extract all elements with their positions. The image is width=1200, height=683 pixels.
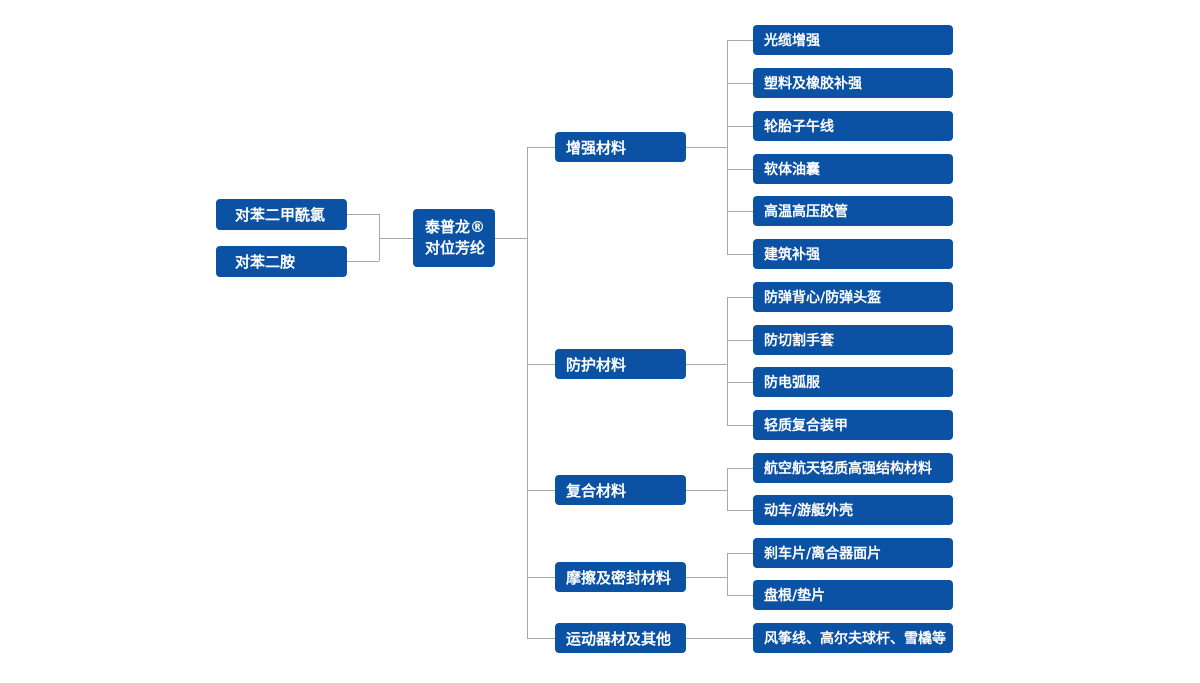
- connector-line: [347, 261, 379, 262]
- node-category-sports-equipment-other: 运动器材及其他: [555, 623, 686, 653]
- connector-line: [727, 382, 753, 383]
- node-leaf-kite-line-golf-club-sled: 风筝线、高尔夫球杆、雪橇等: [753, 623, 953, 653]
- node-leaf-brake-pads-clutch-facings: 刹车片/离合器面片: [753, 538, 953, 568]
- connector-line: [379, 214, 380, 261]
- node-leaf-packing-gaskets: 盘根/垫片: [753, 580, 953, 610]
- node-leaf-tire-cord: 轮胎子午线: [753, 111, 953, 141]
- node-category-friction-sealing-materials: 摩擦及密封材料: [555, 562, 686, 592]
- node-category-composite-materials: 复合材料: [555, 475, 686, 505]
- connector-line: [527, 147, 555, 148]
- connector-line: [727, 40, 753, 41]
- node-leaf-plastic-rubber-reinforcement: 塑料及橡胶补强: [753, 68, 953, 98]
- node-leaf-building-reinforcement: 建筑补强: [753, 239, 953, 269]
- node-root-taparan-para-aramid: 泰普龙® 对位芳纶: [413, 209, 495, 267]
- node-category-protective-materials: 防护材料: [555, 349, 686, 379]
- connector-line: [686, 638, 753, 639]
- connector-line: [495, 238, 527, 239]
- connector-line: [527, 364, 555, 365]
- connector-line: [527, 638, 555, 639]
- connector-line: [347, 214, 379, 215]
- node-leaf-bulletproof-vest-helmet: 防弹背心/防弹头盔: [753, 282, 953, 312]
- connector-line: [727, 553, 753, 554]
- connector-line: [727, 340, 753, 341]
- node-source-terephthaloyl-chloride: 对苯二甲酰氯: [216, 199, 347, 230]
- root-label-line2: 对位芳纶: [425, 239, 486, 257]
- connector-line: [686, 147, 727, 148]
- node-leaf-aerospace-structural-materials: 航空航天轻质高强结构材料: [753, 453, 953, 483]
- connector-line: [727, 297, 753, 298]
- connector-line: [727, 468, 728, 510]
- connector-line: [727, 126, 753, 127]
- connector-line: [727, 553, 728, 595]
- root-label-line1: 泰普龙®: [425, 218, 486, 236]
- connector-line: [727, 83, 753, 84]
- connector-line: [727, 40, 728, 254]
- node-leaf-cut-resistant-gloves: 防切割手套: [753, 325, 953, 355]
- node-category-reinforcement-materials: 增强材料: [555, 132, 686, 162]
- node-leaf-flexible-oil-bladder: 软体油囊: [753, 154, 953, 184]
- connector-line: [379, 238, 413, 239]
- connector-line: [686, 364, 727, 365]
- connector-line: [727, 595, 753, 596]
- connector-line: [686, 490, 727, 491]
- connector-line: [727, 510, 753, 511]
- node-leaf-high-temp-pressure-hose: 高温高压胶管: [753, 196, 953, 226]
- connector-line: [686, 577, 727, 578]
- connector-line: [727, 254, 753, 255]
- node-leaf-train-yacht-shell: 动车/游艇外壳: [753, 495, 953, 525]
- connector-line: [727, 169, 753, 170]
- node-leaf-lightweight-composite-armor: 轻质复合装甲: [753, 410, 953, 440]
- node-leaf-arc-flash-suit: 防电弧服: [753, 367, 953, 397]
- connector-line: [727, 297, 728, 425]
- connector-line: [527, 577, 555, 578]
- node-source-p-phenylenediamine: 对苯二胺: [216, 246, 347, 277]
- node-leaf-optical-cable-reinforcement: 光缆增强: [753, 25, 953, 55]
- connector-line: [727, 468, 753, 469]
- connector-line: [527, 490, 555, 491]
- connector-line: [527, 147, 528, 638]
- connector-line: [727, 425, 753, 426]
- connector-line: [727, 211, 753, 212]
